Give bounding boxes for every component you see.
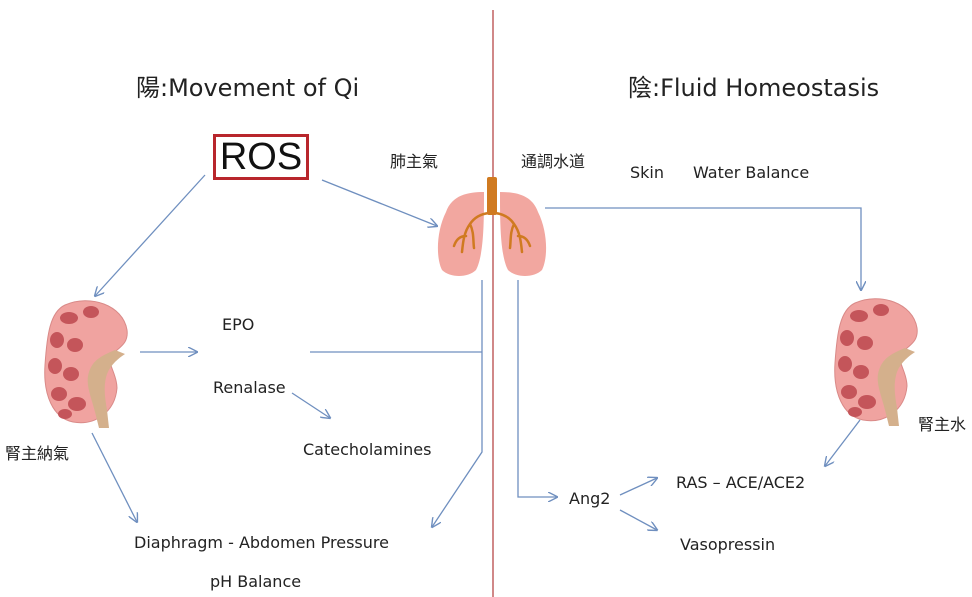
kidney-icon: [45, 301, 127, 428]
waterway-label: 通調水道: [521, 148, 585, 172]
lung-label: 肺主氣: [390, 148, 438, 172]
arrow-renalase-to-catecholamines: [292, 393, 330, 418]
kidney-right-label: 腎主水: [918, 411, 966, 435]
ros-box: ROS: [213, 134, 309, 180]
arrow-kidney-to-diaphragm: [92, 433, 137, 522]
yang-title: 陽:Movement of Qi: [136, 68, 359, 103]
ros-label: ROS: [220, 138, 302, 176]
epo-label: EPO: [222, 315, 254, 334]
kidney-icon: [835, 299, 917, 426]
arrow-ang2-to-ras: [620, 478, 657, 495]
arrow-kidney-to-ras: [825, 420, 860, 466]
vasopressin-label: Vasopressin: [680, 535, 775, 554]
yin-title: 陰:Fluid Homeostasis: [628, 68, 879, 103]
arrow-ros-to-lung: [322, 180, 437, 226]
catecholamines-label: Catecholamines: [303, 440, 431, 459]
ras-label: RAS – ACE/ACE2: [676, 473, 805, 492]
diaphragm-label: Diaphragm - Abdomen Pressure: [134, 533, 389, 552]
arrow-ang2-to-vasopressin: [620, 510, 657, 530]
kidney-left-label: 腎主納氣: [5, 440, 69, 464]
renalase-label: Renalase: [213, 378, 286, 397]
skin-label: Skin: [630, 163, 664, 182]
arrow-ros-to-kidney: [95, 175, 205, 296]
arrow-lung-to-diaphragm: [432, 280, 482, 527]
water-balance-label: Water Balance: [693, 163, 809, 182]
arrow-lung-to-kidney: [545, 208, 861, 290]
arrow-lung-to-ang2: [518, 280, 557, 497]
lung-icon: [438, 177, 546, 276]
ph-balance-label: pH Balance: [210, 572, 301, 591]
ang2-label: Ang2: [569, 489, 610, 508]
